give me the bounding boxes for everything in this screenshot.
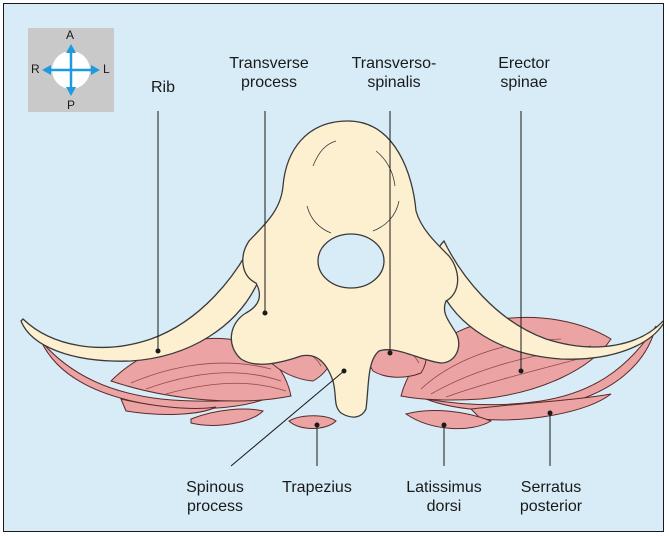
label-trapezius: Trapezius xyxy=(267,478,367,497)
compass-right: R xyxy=(31,62,40,76)
trapezius-muscle xyxy=(289,416,336,429)
compass-anterior: A xyxy=(66,28,74,42)
orientation-compass: A P R L xyxy=(28,28,114,112)
label-latissimus-dorsi: Latissimus dorsi xyxy=(389,478,499,516)
label-transverse-process: Transverse process xyxy=(209,54,329,92)
label-spinous-process: Spinous process xyxy=(170,478,260,516)
compass-left: L xyxy=(103,62,110,76)
label-serratus-posterior: Serratus posterior xyxy=(501,478,601,516)
figure-frame: A P R L Rib Transverse process Transvers… xyxy=(3,3,664,532)
label-rib: Rib xyxy=(138,78,188,97)
vertebral-foramen xyxy=(318,234,384,288)
compass-posterior: P xyxy=(67,98,75,112)
label-erector-spinae: Erector spinae xyxy=(474,54,574,92)
label-transversospinalis: Transverso- spinalis xyxy=(334,54,454,92)
